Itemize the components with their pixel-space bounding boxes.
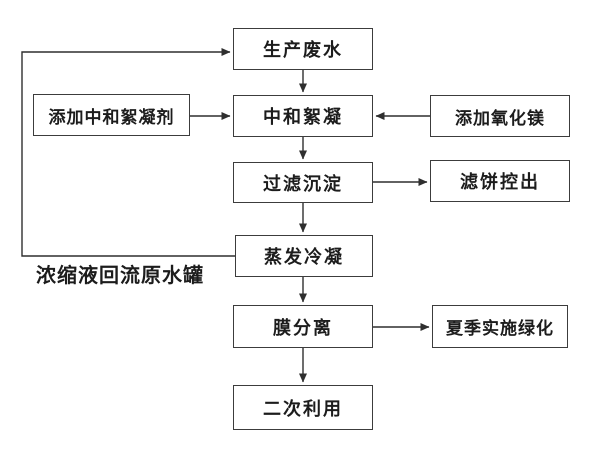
node-label: 过滤沉淀 bbox=[263, 173, 343, 194]
node-production-wastewater: 生产废水 bbox=[233, 28, 373, 70]
node-membrane-separation: 膜分离 bbox=[233, 305, 373, 348]
node-add-neutralizing-flocculant: 添加中和絮凝剂 bbox=[33, 94, 190, 136]
node-label: 蒸发冷凝 bbox=[264, 247, 344, 267]
node-summer-greening: 夏季实施绿化 bbox=[432, 305, 568, 348]
edge-evaporate-to-production-recycle bbox=[21, 48, 235, 257]
node-label: 生产废水 bbox=[263, 40, 343, 60]
recycle-loop-label: 浓缩液回流原水罐 bbox=[36, 265, 204, 287]
node-label: 添加氧化镁 bbox=[455, 108, 545, 128]
node-evaporation-condensation: 蒸发冷凝 bbox=[235, 235, 373, 277]
node-label: 添加中和絮凝剂 bbox=[48, 107, 175, 127]
node-label: 二次利用 bbox=[263, 398, 343, 419]
node-filter-sedimentation: 过滤沉淀 bbox=[233, 162, 373, 203]
node-secondary-use: 二次利用 bbox=[233, 385, 373, 430]
node-add-magnesium-oxide: 添加氧化镁 bbox=[430, 95, 570, 137]
node-label: 滤饼控出 bbox=[460, 172, 540, 192]
node-label: 夏季实施绿化 bbox=[446, 319, 554, 338]
node-filter-cake-out: 滤饼控出 bbox=[430, 160, 570, 202]
node-neutralization-flocculation: 中和絮凝 bbox=[233, 95, 373, 137]
node-label: 膜分离 bbox=[273, 317, 333, 338]
node-label: 中和絮凝 bbox=[263, 107, 343, 127]
